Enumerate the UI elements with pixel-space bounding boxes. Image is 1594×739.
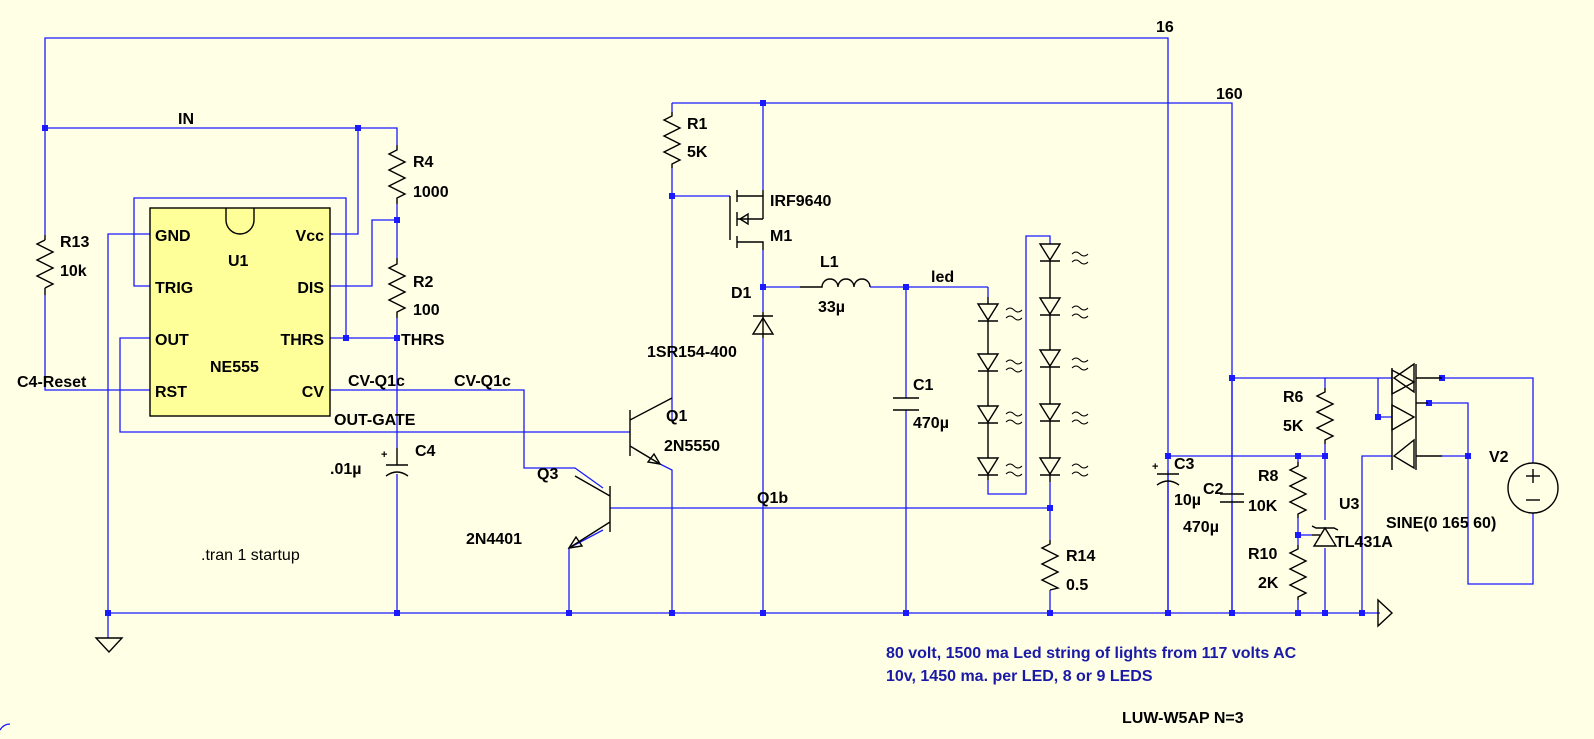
r2-ref: R2 bbox=[413, 274, 434, 291]
c2-capacitor[interactable] bbox=[1220, 378, 1244, 503]
ground-symbol-left bbox=[94, 637, 124, 654]
r2-resistor[interactable] bbox=[387, 258, 407, 318]
u1-pin-out: OUT bbox=[155, 332, 189, 349]
r13-resistor[interactable] bbox=[35, 235, 55, 295]
net-label-q1b: Q1b bbox=[757, 490, 788, 507]
q1-value: 2N5550 bbox=[664, 438, 720, 455]
r8-value: 10K bbox=[1248, 498, 1278, 515]
u3-ref: U3 bbox=[1339, 496, 1360, 513]
note-line-1: 80 volt, 1500 ma Led string of lights fr… bbox=[886, 645, 1297, 662]
c2-value: 470µ bbox=[1183, 519, 1219, 536]
r1-ref: R1 bbox=[687, 116, 708, 133]
note-line-2: 10v, 1450 ma. per LED, 8 or 9 LEDS bbox=[886, 668, 1153, 685]
c2-ref: C2 bbox=[1203, 481, 1224, 498]
u1-pin-trig: TRIG bbox=[155, 280, 193, 297]
led-part-label: LUW-W5AP N=3 bbox=[1122, 710, 1244, 727]
u1-pin-vcc: Vcc bbox=[296, 228, 325, 245]
u1-part: NE555 bbox=[210, 359, 259, 376]
net-label-in: IN bbox=[178, 111, 194, 128]
r2-value: 100 bbox=[413, 302, 440, 319]
u1-ref: U1 bbox=[228, 253, 249, 270]
d1-value: 1SR154-400 bbox=[647, 344, 737, 361]
u1-pin-thrs: THRS bbox=[280, 332, 324, 349]
r14-value: 0.5 bbox=[1066, 577, 1088, 594]
r8-ref: R8 bbox=[1258, 468, 1279, 485]
c3-value: 10µ bbox=[1174, 492, 1201, 509]
ground-symbol-right bbox=[1377, 598, 1394, 628]
m1-mosfet[interactable] bbox=[729, 190, 764, 250]
r13-value: 10k bbox=[60, 263, 87, 280]
l1-ref: L1 bbox=[820, 254, 839, 271]
q1-transistor[interactable] bbox=[629, 397, 673, 465]
c4-value: .01µ bbox=[330, 461, 361, 478]
c4-capacitor[interactable]: + bbox=[381, 448, 409, 477]
r6-value: 5K bbox=[1283, 418, 1304, 435]
d1-ref: D1 bbox=[731, 285, 752, 302]
q3-transistor[interactable] bbox=[567, 475, 611, 549]
net-label-160: 160 bbox=[1216, 86, 1243, 103]
c4-plus-sign: + bbox=[381, 449, 387, 461]
r1-value: 5K bbox=[687, 144, 708, 161]
c1-value: 470µ bbox=[913, 415, 949, 432]
c1-ref: C1 bbox=[913, 377, 934, 394]
q3-ref: Q3 bbox=[537, 466, 558, 483]
q1-ref: Q1 bbox=[666, 408, 687, 425]
r8-resistor[interactable] bbox=[1288, 462, 1308, 518]
l1-inductor[interactable] bbox=[800, 278, 871, 288]
r14-ref: R14 bbox=[1066, 548, 1095, 565]
r1-resistor[interactable] bbox=[662, 112, 682, 168]
d1-diode[interactable] bbox=[751, 312, 775, 338]
net-label-out-gate: OUT-GATE bbox=[334, 412, 416, 429]
r10-value: 2K bbox=[1258, 575, 1279, 592]
q3-value: 2N4401 bbox=[466, 531, 522, 548]
r10-resistor[interactable] bbox=[1288, 545, 1308, 600]
r6-resistor[interactable] bbox=[1315, 388, 1335, 444]
c1-capacitor[interactable] bbox=[893, 397, 919, 411]
u3-value: TL431A bbox=[1335, 534, 1393, 551]
r4-value: 1000 bbox=[413, 184, 449, 201]
m1-ref: M1 bbox=[770, 228, 792, 245]
bridge-rectifier[interactable] bbox=[1391, 362, 1442, 470]
net-label-cv-q1c-b: CV-Q1c bbox=[454, 373, 511, 390]
c4-ref: C4 bbox=[415, 443, 436, 460]
net-label-cv-q1c-a: CV-Q1c bbox=[348, 373, 405, 390]
m1-value: IRF9640 bbox=[770, 193, 831, 210]
l1-value: 33µ bbox=[818, 299, 845, 316]
led-string[interactable] bbox=[976, 243, 1089, 482]
r13-ref: R13 bbox=[60, 234, 89, 251]
r6-ref: R6 bbox=[1283, 389, 1304, 406]
net-label-c4-reset: C4-Reset bbox=[17, 374, 87, 391]
net-label-16: 16 bbox=[1156, 19, 1174, 36]
partial-circle-icon bbox=[0, 723, 11, 731]
wires bbox=[44, 37, 1534, 638]
net-label-thrs: THRS bbox=[401, 332, 445, 349]
net-label-led: led bbox=[931, 269, 954, 286]
r10-ref: R10 bbox=[1248, 546, 1277, 563]
u3-tl431[interactable] bbox=[1311, 525, 1339, 547]
r4-resistor[interactable] bbox=[387, 145, 407, 204]
r14-resistor[interactable] bbox=[1040, 540, 1061, 591]
c3-capacitor[interactable]: + bbox=[1152, 461, 1180, 486]
u1-notch bbox=[225, 208, 255, 235]
u1-pin-dis: DIS bbox=[297, 280, 324, 297]
v2-voltage-source[interactable] bbox=[1507, 462, 1559, 514]
r4-ref: R4 bbox=[413, 154, 434, 171]
v2-ref: V2 bbox=[1489, 449, 1509, 466]
c3-ref: C3 bbox=[1174, 456, 1195, 473]
u1-pin-gnd: GND bbox=[155, 228, 191, 245]
u1-pin-cv: CV bbox=[302, 384, 325, 401]
u1-pin-rst: RST bbox=[155, 384, 187, 401]
spice-directive[interactable]: .tran 1 startup bbox=[201, 547, 300, 564]
v2-value: SINE(0 165 60) bbox=[1386, 515, 1496, 532]
u1-body bbox=[149, 207, 331, 417]
u1-ne555[interactable]: GND TRIG OUT RST Vcc DIS THRS CV U1 NE55… bbox=[149, 207, 331, 417]
c3-plus-sign: + bbox=[1152, 461, 1158, 473]
